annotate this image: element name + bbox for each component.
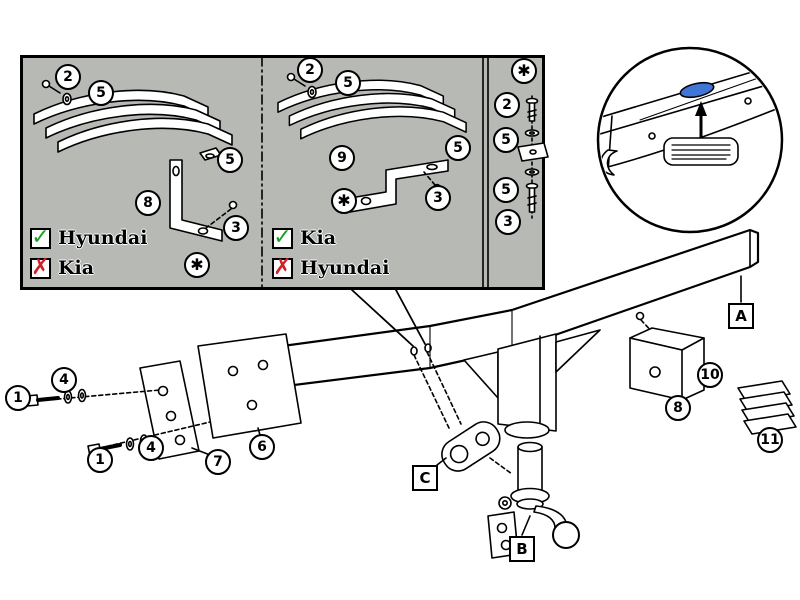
approved-brand-label: Hyundai bbox=[58, 227, 148, 249]
detach-plate bbox=[413, 351, 513, 475]
hardware-column-parts bbox=[517, 95, 549, 219]
callout-5: 5 bbox=[88, 80, 114, 106]
towball bbox=[487, 441, 580, 559]
callout-2: 2 bbox=[55, 64, 81, 90]
callout-9: 9 bbox=[329, 145, 355, 171]
callout-7: 7 bbox=[205, 449, 231, 475]
callout-3: 3 bbox=[425, 185, 451, 211]
callout-3: 3 bbox=[223, 215, 249, 241]
side-plates bbox=[139, 333, 302, 460]
callout-1: 1 bbox=[87, 447, 113, 473]
brand-approved-row: ✓ Kia bbox=[272, 227, 336, 249]
detail-inset bbox=[596, 46, 784, 234]
ball-mount-housing bbox=[463, 329, 601, 439]
label-plate-c: C bbox=[412, 465, 438, 491]
callout-5: 5 bbox=[217, 147, 243, 173]
callout-6: 6 bbox=[249, 434, 275, 460]
panel-dividers bbox=[261, 56, 489, 289]
callout-11: 11 bbox=[757, 427, 783, 453]
callout-4: 4 bbox=[51, 367, 77, 393]
type-plate bbox=[663, 137, 739, 166]
callout-2: 2 bbox=[297, 57, 323, 83]
brand-approved-row: ✓ Hyundai bbox=[30, 227, 147, 249]
callout-5: 5 bbox=[445, 135, 471, 161]
callout-1: 1 bbox=[5, 385, 31, 411]
callout-8: 8 bbox=[135, 190, 161, 216]
leaf-spring-middle bbox=[277, 72, 467, 140]
check-icon: ✓ bbox=[30, 225, 51, 250]
brand-rejected-row: ✗ Hyundai bbox=[272, 257, 389, 279]
callout-5: 5 bbox=[493, 177, 519, 203]
callout-8: 8 bbox=[665, 395, 691, 421]
asterisk-callout: ✱ bbox=[511, 58, 537, 84]
cross-icon: ✗ bbox=[30, 255, 51, 280]
label-towball-b: B bbox=[509, 536, 535, 562]
callout-10: 10 bbox=[697, 362, 723, 388]
callout-2: 2 bbox=[494, 92, 520, 118]
hyundai-bracket bbox=[169, 147, 238, 242]
arrow-icon bbox=[695, 101, 707, 116]
right-bracket bbox=[629, 311, 705, 401]
rejected-brand-label: Kia bbox=[58, 257, 95, 279]
bolt-washer-sets bbox=[25, 388, 211, 457]
check-icon: ✓ bbox=[272, 225, 293, 250]
documents bbox=[737, 380, 797, 435]
brand-rejected-row: ✗ Kia bbox=[30, 257, 94, 279]
approved-brand-label: Kia bbox=[300, 227, 337, 249]
asterisk-callout: ✱ bbox=[184, 252, 210, 278]
highlight-oval bbox=[679, 81, 715, 99]
rejected-brand-label: Hyundai bbox=[300, 257, 390, 279]
leaf-spring-left bbox=[33, 79, 233, 153]
asterisk-callout: ✱ bbox=[331, 188, 357, 214]
cross-icon: ✗ bbox=[272, 255, 293, 280]
callout-5: 5 bbox=[335, 70, 361, 96]
callout-4: 4 bbox=[138, 435, 164, 461]
label-crossbar-a: A bbox=[728, 303, 754, 329]
panel-leader-lines bbox=[351, 289, 426, 347]
callout-3: 3 bbox=[495, 209, 521, 235]
callout-5: 5 bbox=[493, 127, 519, 153]
